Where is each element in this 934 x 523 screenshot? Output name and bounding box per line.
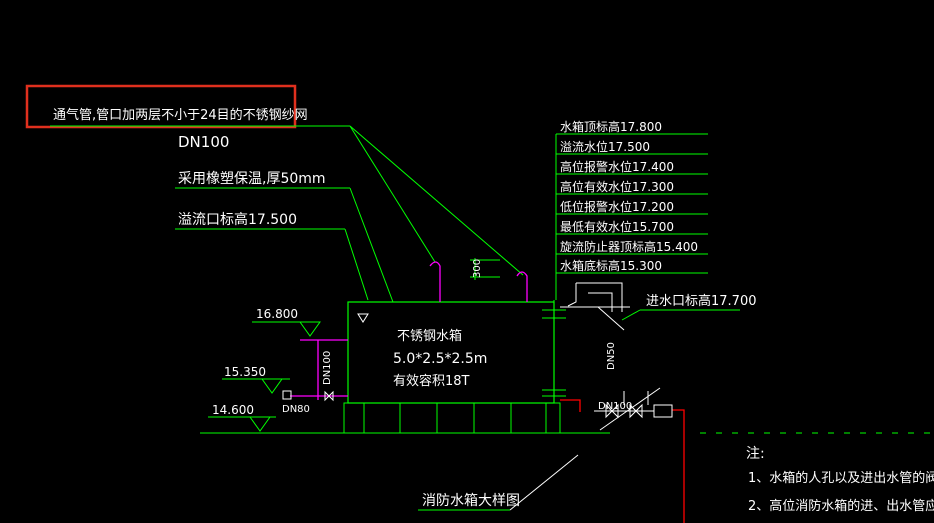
- notes-heading: 注:: [746, 446, 765, 462]
- level-14600-label: 14.600: [212, 403, 254, 417]
- check-valve-icon[interactable]: [324, 390, 334, 402]
- dim-300-label: 300: [472, 259, 483, 278]
- note-item: 2、高位消防水箱的进、出水管应设置带有指: [748, 498, 934, 514]
- tank-name: 不锈钢水箱: [397, 328, 462, 344]
- level-16800: [252, 321, 321, 337]
- air-vent-icon: [357, 313, 369, 323]
- right-piping: [560, 282, 630, 312]
- dim-300: [470, 258, 500, 280]
- bottom-valves[interactable]: [594, 387, 673, 431]
- dn100-vertical-label: DN100: [322, 351, 333, 385]
- level-14600: [208, 416, 276, 432]
- leader-vent-left: [349, 125, 436, 263]
- dn100-bottom-label: DN100: [598, 401, 632, 412]
- level-16800-label: 16.800: [256, 307, 298, 321]
- gate-valve-icon[interactable]: [282, 390, 292, 400]
- elevation-item: 高位有效水位17.300: [560, 179, 674, 194]
- elevation-lines: [556, 133, 708, 274]
- dn50-label: DN50: [606, 342, 617, 370]
- inlet-pipe: [597, 306, 625, 331]
- note-item: 1、水箱的人孔以及进出水管的阀门等应采取: [748, 470, 934, 486]
- callout-vent-pipe-text: 通气管,管口加两层不小于24目的不锈钢纱网: [53, 107, 308, 123]
- elevation-item: 高位报警水位17.400: [560, 159, 674, 174]
- level-15350-label: 15.350: [224, 365, 266, 379]
- callout-highlight-box[interactable]: [25, 84, 297, 129]
- insulation-label: 采用橡塑保温,厚50mm: [178, 171, 326, 187]
- tank-size: 5.0*2.5*2.5m: [393, 351, 487, 367]
- leader-vent-right: [349, 125, 524, 276]
- vent-pipes: [429, 261, 528, 302]
- dn80-label: DN80: [282, 404, 310, 415]
- side-fittings: [542, 300, 566, 397]
- elevation-list: 水箱顶标高17.800 溢流水位17.500 高位报警水位17.400 高位有效…: [560, 119, 698, 273]
- elevation-item: 最低有效水位15.700: [560, 219, 674, 234]
- elevation-item: 溢流水位17.500: [560, 139, 650, 154]
- tank-base-supports: [343, 402, 561, 434]
- level-marker-icon: [299, 321, 321, 337]
- outlet-pipe-red: [560, 399, 685, 523]
- elevation-item: 旋流防止器顶标高15.400: [560, 239, 698, 254]
- overflow-leader: [344, 228, 369, 301]
- dn100-top-label: DN100: [178, 133, 229, 151]
- overflow-label: 溢流口标高17.500: [178, 211, 297, 228]
- title-leader: [509, 454, 579, 511]
- level-15350: [222, 378, 290, 394]
- elevation-item: 低位报警水位17.200: [560, 199, 674, 214]
- inlet-label: 进水口标高17.700: [646, 293, 757, 309]
- elevation-item: 水箱顶标高17.800: [560, 119, 662, 134]
- drawing-title: 消防水箱大样图: [422, 493, 520, 509]
- tank-capacity: 有效容积18T: [393, 373, 470, 389]
- insulation-leader: [349, 187, 394, 303]
- elevation-item: 水箱底标高15.300: [560, 258, 662, 273]
- inlet-leader: [621, 309, 641, 321]
